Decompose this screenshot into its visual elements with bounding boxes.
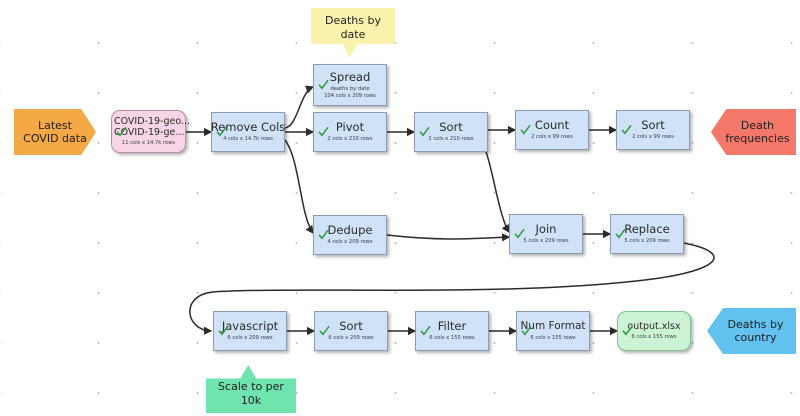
check-icon <box>514 229 525 239</box>
node-num-format[interactable]: Num Format 6 cols x 155 rows <box>516 311 590 351</box>
node-dedupe[interactable]: Dedupe 4 cols x 209 rows <box>313 215 387 255</box>
node-output-file-meta: 6 cols x 155 rows <box>631 334 677 340</box>
note-deaths-by-date-line1: Deaths by <box>325 14 381 27</box>
node-output-file[interactable]: output.xlsx 6 cols x 155 rows <box>617 311 691 351</box>
node-num-format-title: Num Format <box>520 320 586 332</box>
node-join-title: Join <box>535 222 557 236</box>
banner-deaths-by-country-line2: country <box>734 331 777 344</box>
node-remove-cols[interactable]: Remove Cols 4 cols x 14.7k rows <box>211 112 285 152</box>
edge-remove-cols-to-dedupe <box>284 139 314 235</box>
node-num-format-meta: 6 cols x 155 rows <box>530 335 576 341</box>
check-icon <box>116 126 127 137</box>
node-input-file-title-line1: COVID-19-geo... <box>113 116 191 127</box>
banner-death-frequencies-line2: frequencies <box>725 132 790 145</box>
check-icon <box>520 125 531 135</box>
node-output-file-title: output.xlsx <box>627 321 681 332</box>
node-sort-3[interactable]: Sort 6 cols x 209 rows <box>314 311 388 351</box>
node-count-meta: 2 cols x 99 rows <box>531 134 573 140</box>
note-scale-to-per-10k[interactable]: Scale to per 10k <box>206 365 296 413</box>
node-replace[interactable]: Replace 5 cols x 209 rows <box>610 214 684 254</box>
banner-death-frequencies[interactable]: Death frequencies <box>711 109 796 155</box>
node-replace-title: Replace <box>624 222 670 236</box>
node-spread-meta-line2: 104 cols x 209 rows <box>324 92 376 99</box>
check-icon <box>218 326 229 336</box>
note-deaths-by-date-line2: date <box>340 28 366 41</box>
banner-deaths-by-country[interactable]: Deaths by country <box>707 308 796 354</box>
node-spread-title: Spread <box>329 70 371 85</box>
node-sort-2-title: Sort <box>641 118 665 132</box>
check-icon <box>420 326 431 336</box>
node-pivot-meta: 2 cols x 210 rows <box>327 136 373 142</box>
check-icon <box>622 326 633 336</box>
node-remove-cols-title: Remove Cols <box>210 120 286 134</box>
node-remove-cols-meta: 4 cols x 14.7k rows <box>223 136 273 142</box>
banner-latest-covid-data-line1: Latest <box>37 119 72 132</box>
node-javascript-title: Javascript <box>221 319 279 333</box>
node-count-title: Count <box>534 118 570 132</box>
node-sort-1[interactable]: Sort 2 cols x 210 rows <box>414 112 488 152</box>
check-icon <box>318 80 329 90</box>
edge-sort-1-to-join <box>481 141 510 234</box>
node-sort-3-meta: 6 cols x 209 rows <box>328 335 374 341</box>
node-dedupe-meta: 4 cols x 209 rows <box>327 239 373 245</box>
node-filter[interactable]: Filter 6 cols x 155 rows <box>415 311 489 351</box>
node-input-file[interactable]: COVID-19-geo... COVID-19-ge... 11 cols x… <box>111 110 190 153</box>
check-icon <box>216 127 227 137</box>
note-scale-to-per-10k-line1: Scale to per <box>218 380 284 393</box>
check-icon <box>319 326 330 336</box>
banner-death-frequencies-line1: Death <box>740 119 775 132</box>
node-filter-title: Filter <box>437 319 467 333</box>
node-javascript-meta: 6 cols x 209 rows <box>227 335 273 341</box>
node-join[interactable]: Join 5 cols x 209 rows <box>509 214 583 254</box>
node-sort-1-title: Sort <box>439 120 463 134</box>
banner-deaths-by-country-line1: Deaths by <box>727 318 784 331</box>
banner-latest-covid-data-line2: COVID data <box>23 132 87 145</box>
check-icon <box>621 125 632 135</box>
node-sort-2[interactable]: Sort 2 cols x 99 rows <box>616 110 690 150</box>
node-sort-1-meta: 2 cols x 210 rows <box>428 136 474 142</box>
node-sort-2-meta: 2 cols x 99 rows <box>632 134 674 140</box>
check-icon <box>419 127 430 137</box>
node-count[interactable]: Count 2 cols x 99 rows <box>515 110 589 150</box>
node-pivot[interactable]: Pivot 2 cols x 210 rows <box>313 112 387 152</box>
note-scale-to-per-10k-line2: 10k <box>240 394 262 407</box>
node-pivot-title: Pivot <box>335 120 365 134</box>
check-icon <box>318 127 329 137</box>
node-replace-meta: 5 cols x 209 rows <box>624 238 670 244</box>
check-icon <box>521 326 532 336</box>
node-dedupe-title: Dedupe <box>327 223 373 237</box>
node-sort-3-title: Sort <box>339 319 363 333</box>
node-join-meta: 5 cols x 209 rows <box>523 238 569 244</box>
node-input-file-title-line2: COVID-19-ge... <box>113 127 185 138</box>
edge-remove-cols-to-spread <box>284 85 315 129</box>
node-input-file-meta: 11 cols x 14.7k rows <box>121 140 176 146</box>
edge-dedupe-to-join <box>386 233 511 242</box>
check-icon <box>318 230 329 240</box>
note-deaths-by-date[interactable]: Deaths by date <box>311 8 395 58</box>
node-spread-meta-line1: deaths by date <box>330 86 370 93</box>
node-javascript[interactable]: Javascript 6 cols x 209 rows <box>213 311 287 351</box>
banner-latest-covid-data[interactable]: Latest COVID data <box>14 109 96 155</box>
node-spread[interactable]: Spread deaths by date 104 cols x 209 row… <box>313 64 387 106</box>
node-filter-meta: 6 cols x 155 rows <box>429 335 475 341</box>
check-icon <box>615 229 626 239</box>
